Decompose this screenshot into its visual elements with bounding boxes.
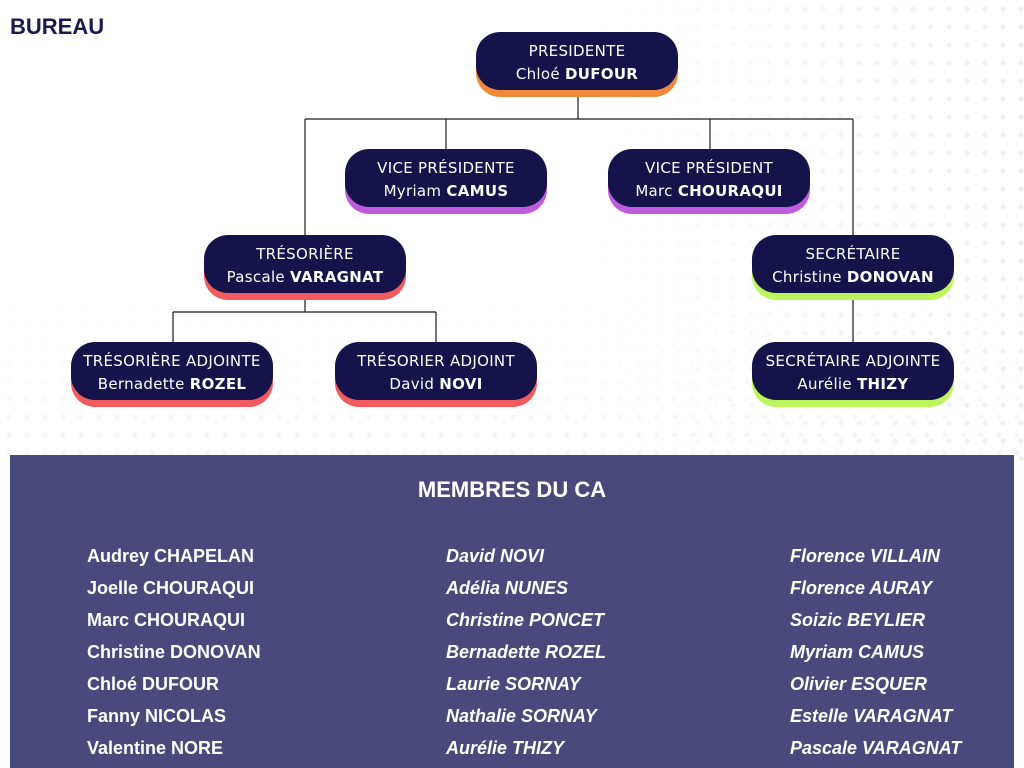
member-name: Estelle VARAGNAT [790, 706, 953, 726]
member-name: Marc CHOURAQUI [87, 610, 246, 630]
member-name: Fanny NICOLAS [87, 706, 227, 726]
role-label: TRÉSORIÈRE ADJOINTE [83, 352, 261, 370]
members-column-2: David NOVI Adélia NUNES Christine PONCET… [446, 543, 606, 767]
member-name: Chloé DUFOUR [87, 674, 219, 694]
members-title: MEMBRES DU CA [417, 477, 607, 502]
member-name: Bernadette ROZEL [446, 642, 607, 662]
node-vice-presidente: VICE PRÉSIDENTE Myriam CAMUS [345, 149, 547, 207]
node-vice-president: VICE PRÉSIDENT Marc CHOURAQUI [608, 149, 810, 207]
member-name: Audrey CHAPELAN [87, 546, 255, 566]
person-name: Bernadette ROZEL [97, 375, 247, 393]
node-tresoriere: TRÉSORIÈRE Pascale VARAGNAT [204, 235, 406, 293]
role-label: VICE PRÉSIDENT [645, 159, 773, 177]
members-column-1: Audrey CHAPELAN Joelle CHOURAQUI Marc CH… [87, 543, 261, 767]
member-name: Christine PONCET [446, 610, 605, 630]
member-name: Joelle CHOURAQUI [87, 578, 255, 598]
person-name: Pascale VARAGNAT [226, 268, 384, 286]
org-chart-connectors [172, 97, 854, 342]
person-name: Marc CHOURAQUI [635, 182, 783, 200]
node-secretaire: SECRÉTAIRE Christine DONOVAN [752, 235, 954, 293]
member-name: Nathalie SORNAY [446, 706, 597, 726]
node-tresoriere-adjointe: TRÉSORIÈRE ADJOINTE Bernadette ROZEL [71, 342, 273, 400]
member-name: Laurie SORNAY [446, 674, 581, 694]
member-name: David NOVI [446, 546, 545, 566]
members-column-3: Florence VILLAIN Florence AURAY Soizic B… [790, 543, 961, 767]
person-name: Myriam CAMUS [383, 182, 509, 200]
member-name: Myriam CAMUS [790, 642, 925, 662]
member-name: Christine DONOVAN [87, 642, 261, 662]
node-secretaire-adjointe: SECRÉTAIRE ADJOINTE Aurélie THIZY [752, 342, 954, 400]
role-label: TRÉSORIER ADJOINT [357, 352, 515, 370]
member-name: Aurélie THIZY [446, 738, 565, 758]
node-president: PRESIDENTE Chloé DUFOUR [476, 32, 678, 90]
person-name: Aurélie THIZY [797, 375, 909, 393]
person-name: Chloé DUFOUR [515, 65, 639, 83]
section-title-bureau: BUREAU [10, 14, 105, 39]
member-name: Soizic BEYLIER [790, 610, 926, 630]
role-label: VICE PRÉSIDENTE [377, 159, 515, 177]
member-name: Valentine NORE [87, 738, 224, 758]
role-label: TRÉSORIÈRE [256, 245, 354, 263]
role-label: PRESIDENTE [528, 42, 626, 60]
member-name: Florence AURAY [790, 578, 933, 598]
person-name: Christine DONOVAN [772, 268, 934, 286]
node-tresorier-adjoint: TRÉSORIER ADJOINT David NOVI [335, 342, 537, 400]
member-name: Adélia NUNES [446, 578, 569, 598]
member-name: Olivier ESQUER [790, 674, 928, 694]
members-panel: MEMBRES DU CA Audrey CHAPELAN Joelle CHO… [10, 455, 1014, 768]
member-name: Pascale VARAGNAT [790, 738, 962, 758]
role-label: SECRÉTAIRE ADJOINTE [765, 352, 941, 370]
member-name: Florence VILLAIN [790, 546, 941, 566]
role-label: SECRÉTAIRE [805, 245, 901, 263]
person-name: David NOVI [389, 375, 483, 393]
